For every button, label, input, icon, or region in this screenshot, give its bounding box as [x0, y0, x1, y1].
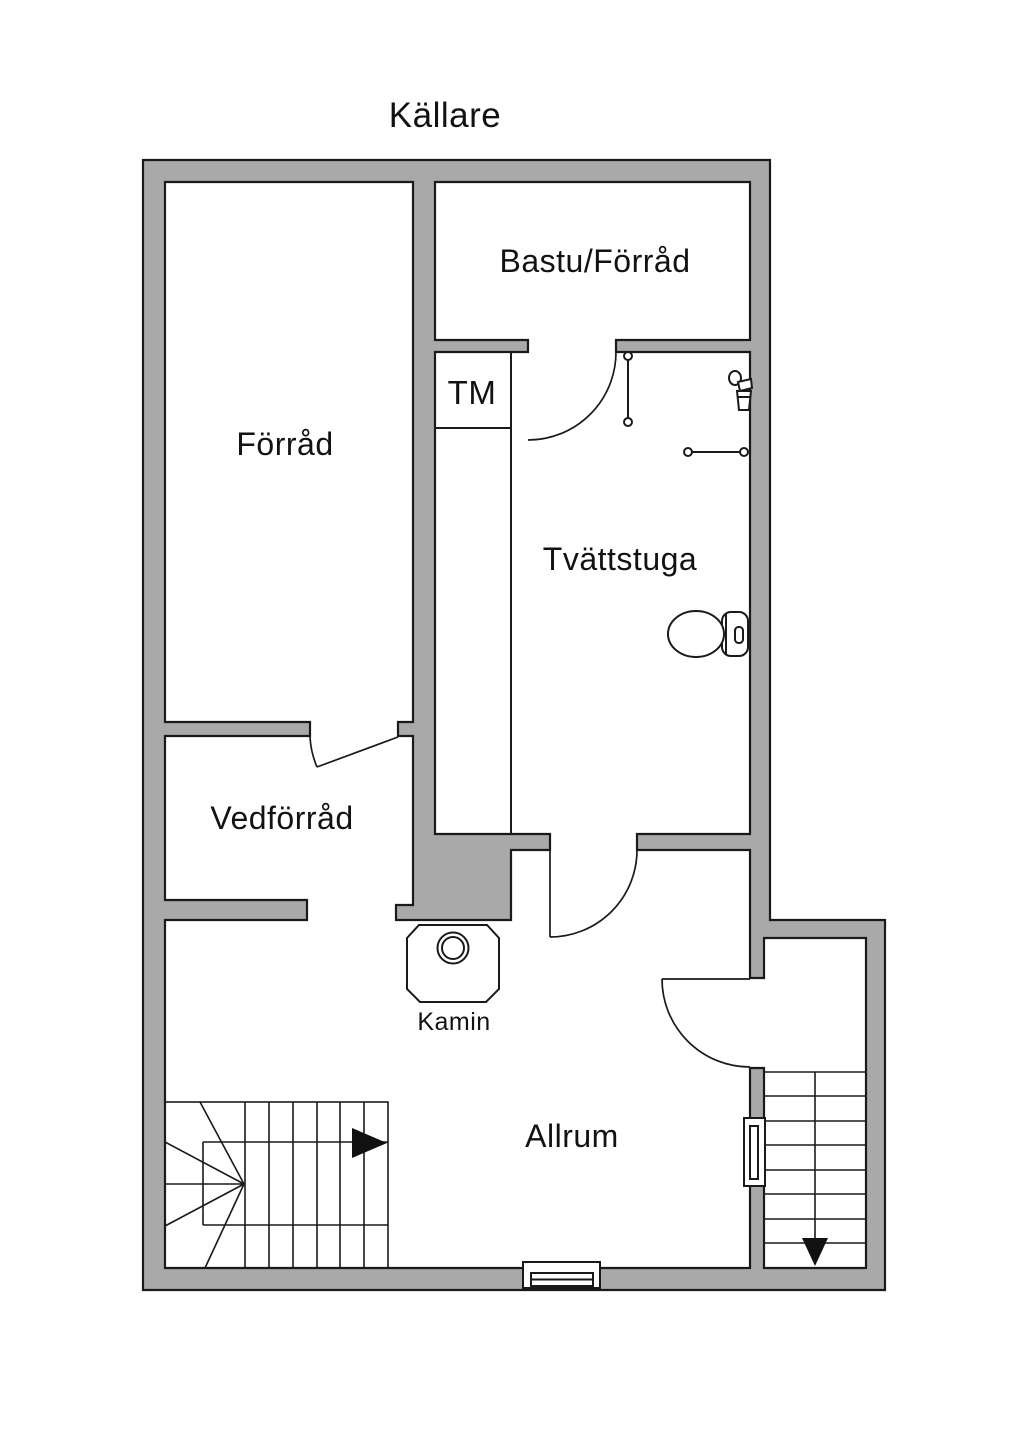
winder-staircase	[164, 1101, 389, 1269]
fixture-label-kamin: Kamin	[417, 1008, 490, 1036]
walls	[141, 158, 887, 1292]
basement-window-icon	[522, 1261, 601, 1289]
room-label-bastu: Bastu/Förråd	[500, 243, 691, 279]
room-label-forrad: Förråd	[236, 426, 333, 462]
door-arc-tvattstuga	[549, 849, 638, 938]
room-label-tvattstuga: Tvättstuga	[543, 541, 697, 577]
tm-closet-partition	[435, 352, 512, 834]
partition-posts-icon	[623, 351, 749, 457]
window-icon	[743, 1117, 766, 1187]
room-label-allrum: Allrum	[525, 1118, 619, 1154]
toilet-icon	[667, 610, 749, 658]
page-title: Källare	[389, 96, 501, 135]
stairs-up-arrow-icon	[352, 1128, 387, 1158]
stairs-down-arrow-icon	[802, 1238, 828, 1266]
door-arc-stairs	[661, 978, 751, 1068]
fireplace-icon	[406, 924, 500, 1003]
down-staircase	[764, 1071, 866, 1266]
room-label-tm: TM	[448, 374, 497, 411]
sink-icon	[728, 370, 754, 411]
door-arc-vedforrad	[309, 736, 399, 768]
door-arc-bastu	[527, 351, 617, 441]
room-label-vedforrad: Vedförråd	[210, 800, 353, 836]
